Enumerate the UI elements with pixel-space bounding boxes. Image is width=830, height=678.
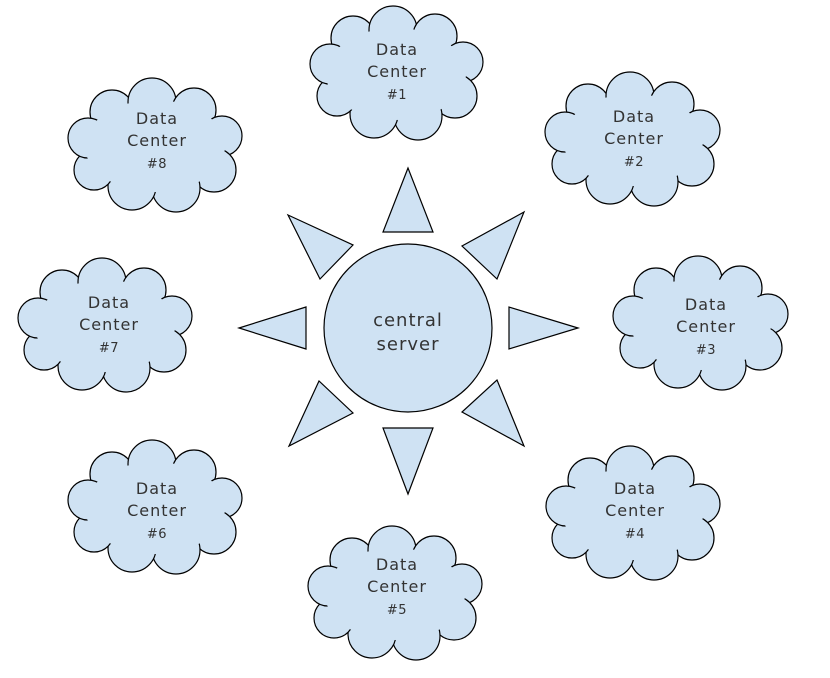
arrow-to-data-center-4 [460, 378, 526, 448]
cloud-5-shape [307, 525, 483, 661]
central-server-circle [323, 243, 493, 413]
cloud-2-line1: Data [613, 107, 655, 126]
cloud-data-center-3: Data Center #3 [612, 255, 789, 391]
cloud-data-center-4: Data Center #4 [545, 445, 721, 581]
cloud-data-center-6: Data Center #6 [67, 439, 243, 575]
cloud-8-shape [67, 77, 243, 213]
cloud-6-line1: Data [136, 479, 178, 498]
arrow-to-data-center-5 [382, 427, 434, 496]
cloud-1-line1: Data [376, 40, 418, 59]
cloud-2-line3: #2 [624, 155, 644, 170]
cloud-2-shape [544, 71, 721, 207]
cloud-3-line3: #3 [696, 343, 716, 358]
central-server-line1: central [373, 310, 443, 331]
cloud-1-line3: #1 [387, 88, 407, 103]
cloud-3-line2: Center [676, 317, 736, 336]
cloud-5-line1: Data [376, 555, 418, 574]
cloud-6-line3: #6 [147, 527, 167, 542]
cloud-1-line2: Center [367, 62, 427, 81]
cloud-data-center-2: Data Center #2 [544, 71, 721, 207]
cloud-8-line3: #8 [147, 157, 167, 172]
arrow-to-data-center-7 [236, 306, 307, 350]
cloud-data-center-1: Data Center #1 [309, 5, 484, 141]
arrow-to-data-center-8 [286, 213, 355, 281]
cloud-4-line2: Center [605, 501, 665, 520]
cloud-data-center-7: Data Center #7 [17, 257, 193, 393]
arrow-to-data-center-3 [508, 306, 581, 350]
cloud-6-shape [67, 439, 243, 575]
cloud-5-line3: #5 [387, 603, 407, 618]
central-server: central server [323, 243, 493, 413]
cloud-7-line1: Data [88, 293, 130, 312]
cloud-7-line3: #7 [99, 341, 119, 356]
cloud-data-center-8: Data Center #8 [67, 77, 243, 213]
cloud-3-shape [612, 255, 789, 391]
cloud-7-line2: Center [79, 315, 139, 334]
cloud-3-line1: Data [685, 295, 727, 314]
arrow-to-data-center-1 [382, 166, 434, 233]
cloud-8-line2: Center [127, 131, 187, 150]
cloud-7-shape [17, 257, 193, 393]
arrow-to-data-center-2 [460, 210, 526, 281]
cloud-6-line2: Center [127, 501, 187, 520]
cloud-4-line3: #4 [625, 527, 645, 542]
cloud-8-line1: Data [136, 109, 178, 128]
cloud-2-line2: Center [604, 129, 664, 148]
cloud-4-line1: Data [614, 479, 656, 498]
arrow-to-data-center-6 [287, 379, 355, 448]
cloud-5-line2: Center [367, 577, 427, 596]
cloud-data-center-5: Data Center #5 [307, 525, 483, 661]
central-server-line2: server [377, 334, 440, 355]
cloud-1-shape [309, 5, 484, 141]
cloud-4-shape [545, 445, 721, 581]
